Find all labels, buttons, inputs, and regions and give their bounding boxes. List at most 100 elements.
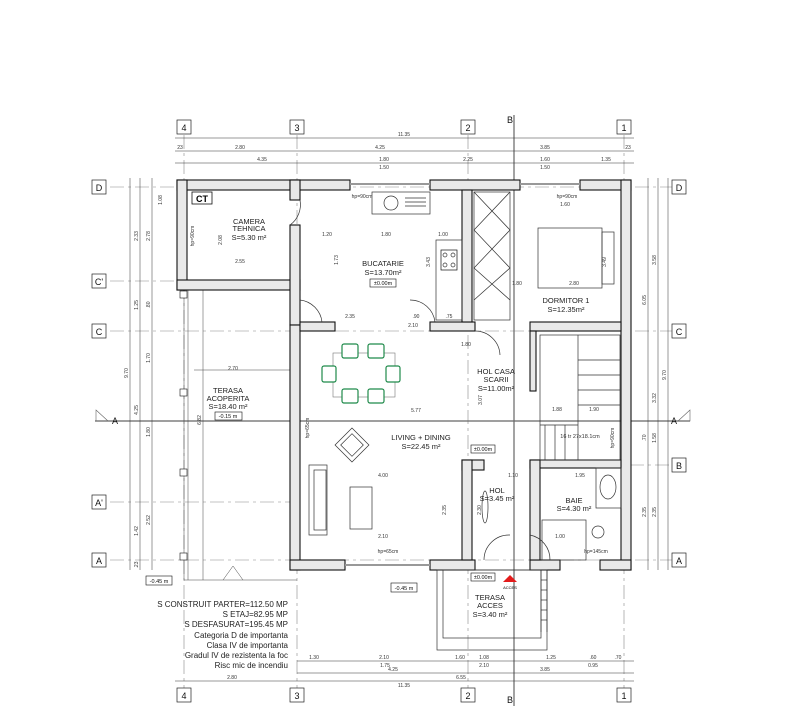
dim-right: 3.32 (652, 393, 658, 403)
dim-inner: 3.49 (602, 257, 608, 267)
ct-tag: CT (196, 194, 208, 204)
axis-col-4-bottom: 4 (181, 691, 186, 701)
dim-bottom: 1.60 (455, 655, 465, 661)
dim-left: 1.42 (134, 526, 140, 536)
kitchen-fixtures (371, 191, 463, 321)
room-name: TEHNICA (233, 224, 266, 233)
dim-bottom: 0.95 (588, 663, 598, 669)
dim-left: 4.25 (134, 405, 140, 415)
dim-right: 2.35 (652, 507, 658, 517)
level-box (369, 278, 397, 288)
dim-left: 2.33 (134, 231, 140, 241)
level-box (470, 572, 496, 582)
living-furniture (308, 427, 373, 536)
room-name: DORMITOR 1 (543, 296, 590, 305)
washbasin-icon (599, 474, 617, 500)
axis-row-a-right: A (676, 556, 682, 566)
dim-inner: 2.30 (477, 505, 483, 515)
dim-inner: 1.20 (322, 232, 332, 238)
window-height: hp=90cm (352, 194, 373, 200)
window-height: hp=65cm (378, 549, 399, 555)
axis-row-c-left: C (96, 327, 103, 337)
dim-left: .80 (146, 301, 152, 308)
axis-col-3-top: 3 (294, 123, 299, 133)
staircase (473, 191, 621, 461)
axis-row-b-right: B (676, 461, 682, 471)
dim-left: 1.70 (146, 353, 152, 363)
dim-bottom: 4.25 (388, 667, 398, 673)
dim-inner: 2.55 (235, 259, 245, 265)
building-stats: S CONSTRUIT PARTER=112.50 MP S ETAJ=82.9… (157, 600, 288, 670)
stat-line: Gradul IV de rezistenta la foc (185, 651, 288, 660)
terasa-acces-outline (436, 569, 548, 651)
dim-top: 1.80 (379, 157, 389, 163)
dim-bottom: 1.30 (309, 655, 319, 661)
room-area: S=22.45 m² (402, 442, 441, 451)
axis-row-c1-left: C' (95, 277, 103, 287)
stat-line: Clasa IV de importanta (207, 641, 289, 650)
acces-label: ACCES (503, 585, 517, 590)
dim-inner: 3.43 (426, 257, 432, 267)
window-height: hp=90cm (557, 194, 578, 200)
dim-left: 2.78 (146, 231, 152, 241)
acces-marker-icon (503, 575, 517, 582)
room-area: S=18.40 m² (209, 402, 248, 411)
dim-inner: 6.82 (197, 415, 203, 425)
dimension-lines (129, 137, 669, 682)
room-area: S=11.00m² (478, 384, 515, 393)
walls (176, 179, 632, 571)
stat-line: S CONSTRUIT PARTER=112.50 MP (157, 600, 288, 609)
stat-line: Risc mic de incendiu (215, 661, 288, 670)
level-hol: ±0.00m (474, 447, 493, 453)
dim-inner: 2.80 (569, 281, 579, 287)
dim-bottom: 11.35 (398, 683, 410, 689)
terasa-acoperita-outline (179, 290, 297, 581)
dim-inner: 1.00 (438, 232, 448, 238)
dim-inner: 1.95 (575, 473, 585, 479)
dim-bottom: 1.08 (479, 655, 489, 661)
dim-bottom: 6.55 (456, 675, 466, 681)
room-name: ACCES (477, 601, 503, 610)
level-box (390, 582, 418, 593)
bed (537, 227, 615, 289)
dim-bottom: 1.75 (380, 663, 390, 669)
dim-top: 4.35 (257, 157, 267, 163)
dim-right: 3.58 (652, 255, 658, 265)
section-label-a-left: A (112, 416, 118, 426)
level-outside: -0.45 m (395, 586, 414, 592)
room-name: HOL CASA (477, 367, 515, 376)
axis-row-d-right: D (676, 183, 683, 193)
dim-right: 6.05 (642, 295, 648, 305)
level-acces: ±0.00m (474, 575, 493, 581)
stove-icon (440, 249, 458, 271)
dim-inner: .75 (446, 314, 453, 320)
level-box (145, 575, 173, 586)
ct-tag-box (191, 191, 213, 205)
dim-top: 1.35 (601, 157, 611, 163)
dim-inner: 2.08 (218, 235, 224, 245)
axis-row-c-right: C (676, 327, 683, 337)
axis-col-2-bottom: 2 (465, 691, 470, 701)
dim-bottom: .70 (615, 655, 622, 661)
section-label-a-right: A (671, 416, 677, 426)
room-name: BUCATARIE (362, 259, 404, 268)
dim-top: 23 (177, 145, 183, 151)
level-outside-left: -0.45 m (150, 579, 169, 585)
dim-bottom: 2.10 (479, 663, 489, 669)
doors (289, 199, 551, 561)
window-height: hp=145cm (584, 549, 608, 555)
axis-row-d-left: D (96, 183, 103, 193)
dim-right: .70 (642, 434, 648, 441)
dining-set (321, 343, 401, 404)
axis-col-1-top: 1 (621, 123, 626, 133)
axis-col-4-top: 4 (181, 123, 186, 133)
dim-inner: 4.00 (378, 473, 388, 479)
dim-inner: 3.07 (478, 395, 484, 405)
dim-top: 1.60 (540, 157, 550, 163)
room-area: S=4.30 m² (557, 504, 592, 513)
dim-inner: 2.70 (228, 366, 238, 372)
dim-left: 1.80 (146, 427, 152, 437)
dim-bottom: 3.85 (540, 667, 550, 673)
dim-bottom: 2.10 (379, 655, 389, 661)
